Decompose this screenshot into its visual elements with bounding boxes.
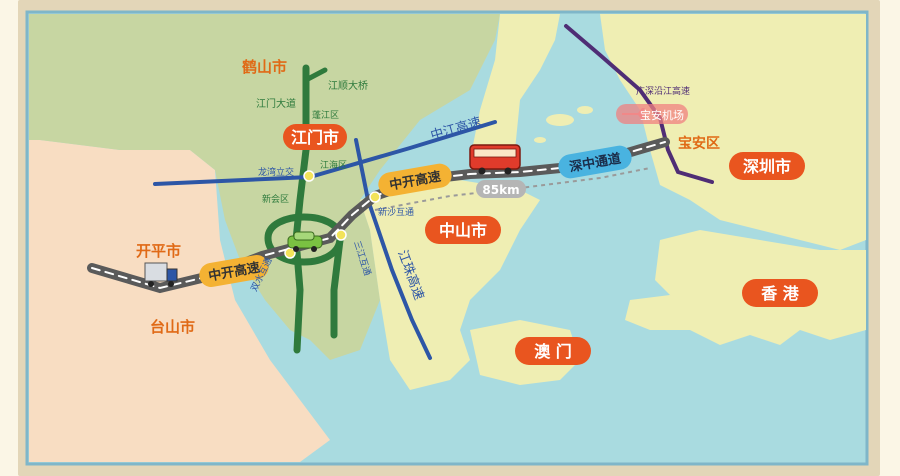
road-heshan-branch — [303, 67, 328, 83]
district-label-xinhui: 新会区 — [262, 193, 289, 205]
car-icon — [287, 231, 323, 252]
city-label-zhongshan: 中山市 — [439, 221, 487, 240]
land-lantau — [625, 295, 700, 330]
city-label-kaiping: 开平市 — [136, 242, 181, 260]
interchange-longwan — [303, 170, 315, 182]
city-label-taishan: 台山市 — [150, 318, 195, 336]
land-jiangmen — [29, 14, 500, 360]
interchange-xinsha — [369, 191, 381, 203]
road-label-jiangmen-avenue: 江门大道 — [256, 97, 296, 110]
bus-icon — [469, 144, 521, 175]
road-jiangzhu — [354, 138, 432, 360]
badge-zhongshan: 中山市 — [425, 216, 501, 244]
city-label-baoan: 宝安区 — [678, 135, 720, 152]
city-label-jiangmen: 江门市 — [291, 128, 339, 147]
interchange-sanjiang — [335, 229, 347, 241]
land-heshan-lobe — [200, 55, 304, 140]
district-label-jianghai: 江海区 — [320, 159, 347, 171]
badge-macau: 澳 门 — [515, 337, 591, 365]
road-green-south — [330, 236, 344, 339]
district-label-pengjiang: 蓬江区 — [312, 109, 339, 121]
badge-hongkong: 香 港 — [742, 279, 818, 307]
land-shenzhen — [600, 14, 866, 250]
airport-label: 宝安机场 — [640, 108, 684, 122]
road-label-longwan: 龙湾立交 — [258, 166, 294, 178]
road-label-xinsha: 新沙互通 — [378, 206, 414, 218]
road-label-jiangshun-bridge: 江顺大桥 — [328, 79, 368, 92]
badge-jiangmen: 江门市 — [283, 124, 347, 150]
island-3 — [534, 137, 546, 143]
badge-shenzhen: 深圳市 — [729, 152, 805, 180]
city-label-macau: 澳 门 — [534, 342, 572, 361]
distance-badge: 85km — [476, 180, 526, 198]
island-1 — [546, 114, 574, 126]
city-label-heshan: 鹤山市 — [242, 58, 287, 76]
land-left — [29, 14, 330, 462]
distance-label: 85km — [482, 183, 519, 197]
land-north — [470, 14, 560, 170]
city-label-hongkong: 香 港 — [760, 284, 800, 303]
airport-badge: 宝安机场 — [616, 104, 688, 124]
island-2 — [577, 106, 593, 114]
city-label-shenzhen: 深圳市 — [743, 157, 791, 176]
truck-icon — [144, 262, 178, 287]
road-label-guangshen-coastal: 广深沿江高速 — [636, 85, 690, 97]
badge-zhongkai-east: 中开高速 — [378, 163, 452, 197]
